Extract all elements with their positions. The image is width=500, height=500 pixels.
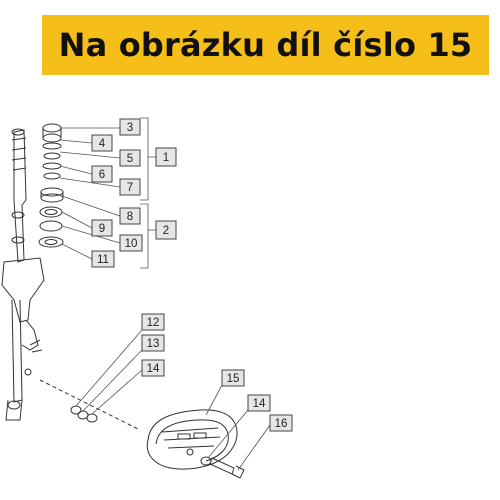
svg-text:4: 4 bbox=[99, 138, 106, 150]
svg-text:14: 14 bbox=[147, 363, 160, 375]
callout-14b: 14 bbox=[247, 394, 271, 412]
svg-text:9: 9 bbox=[99, 223, 105, 235]
leader-lines-lower bbox=[75, 329, 271, 471]
fork-assembly bbox=[1, 128, 45, 421]
callout-16: 16 bbox=[269, 414, 293, 432]
svg-text:11: 11 bbox=[97, 254, 109, 266]
svg-text:1: 1 bbox=[163, 152, 169, 164]
svg-text:10: 10 bbox=[125, 238, 138, 250]
svg-text:16: 16 bbox=[275, 418, 288, 430]
callout-2: 2 bbox=[155, 220, 177, 240]
callout-13: 13 bbox=[141, 334, 165, 352]
svg-text:14: 14 bbox=[253, 398, 266, 410]
headset-stack bbox=[38, 123, 64, 248]
callout-3: 3 bbox=[119, 118, 141, 136]
callout-labels: 3 4 5 6 7 1 8 9 10 2 11 12 13 14 15 14 1… bbox=[91, 118, 293, 432]
callout-15: 15 bbox=[221, 369, 245, 387]
number-plate bbox=[146, 409, 238, 470]
callout-12: 12 bbox=[141, 313, 165, 331]
callout-5: 5 bbox=[119, 149, 141, 167]
svg-text:8: 8 bbox=[127, 211, 133, 223]
svg-text:2: 2 bbox=[163, 225, 169, 237]
callout-14a: 14 bbox=[141, 359, 165, 377]
callout-4: 4 bbox=[91, 134, 113, 152]
callout-9: 9 bbox=[91, 219, 113, 237]
callout-1: 1 bbox=[155, 147, 177, 167]
fasteners-left bbox=[39, 379, 141, 431]
callout-6: 6 bbox=[91, 165, 113, 183]
svg-text:15: 15 bbox=[227, 373, 240, 385]
title-banner: Na obrázku díl číslo 15 bbox=[42, 15, 489, 75]
svg-text:5: 5 bbox=[127, 153, 133, 165]
callout-8: 8 bbox=[119, 207, 141, 225]
svg-text:6: 6 bbox=[99, 169, 105, 181]
callout-10: 10 bbox=[119, 234, 143, 252]
screw-16 bbox=[200, 456, 245, 479]
svg-text:13: 13 bbox=[147, 338, 160, 350]
svg-text:7: 7 bbox=[127, 182, 133, 194]
leader-lines-stack bbox=[59, 117, 156, 269]
svg-text:3: 3 bbox=[127, 122, 133, 134]
callout-7: 7 bbox=[119, 178, 141, 196]
callout-11: 11 bbox=[91, 250, 115, 268]
banner-title: Na obrázku díl číslo 15 bbox=[58, 26, 473, 64]
svg-text:12: 12 bbox=[147, 317, 160, 329]
